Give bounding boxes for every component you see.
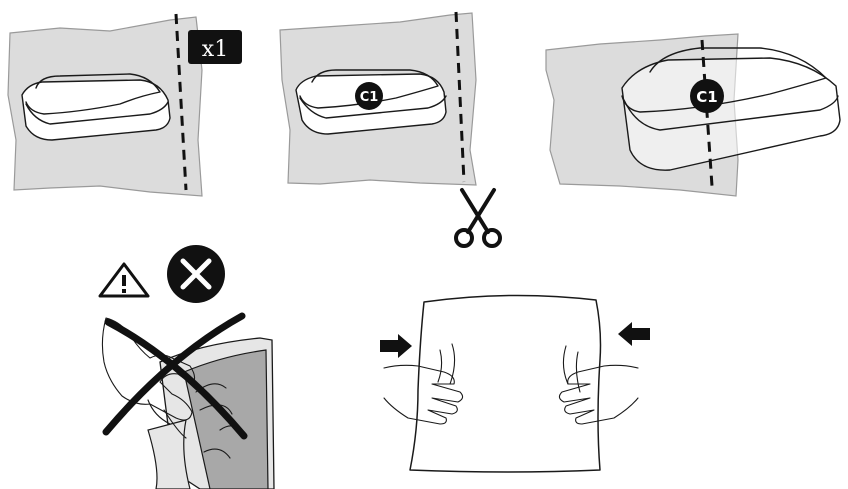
- correct-method-panel: [380, 295, 650, 472]
- part-code: C1: [696, 88, 717, 106]
- step-3-wrap-panel: C1: [546, 34, 840, 196]
- cushion-outline: [622, 48, 840, 170]
- step-2-cut-panel: C1: [280, 12, 500, 246]
- part-badge: C1: [355, 82, 383, 110]
- quantity-label: x1: [202, 37, 228, 62]
- push-arrow-right-icon: [618, 322, 650, 346]
- warning-triangle-icon: [100, 264, 148, 296]
- part-code: C1: [360, 90, 379, 105]
- quantity-badge: x1: [188, 30, 242, 64]
- wrong-method-panel: [100, 245, 274, 489]
- prohibited-x-icon: [167, 245, 225, 303]
- part-badge: C1: [690, 79, 724, 113]
- push-arrow-left-icon: [380, 334, 412, 358]
- cushion-outline: [22, 74, 170, 140]
- scissors-icon: [456, 190, 500, 246]
- step-1-cover-panel: x1: [8, 14, 242, 196]
